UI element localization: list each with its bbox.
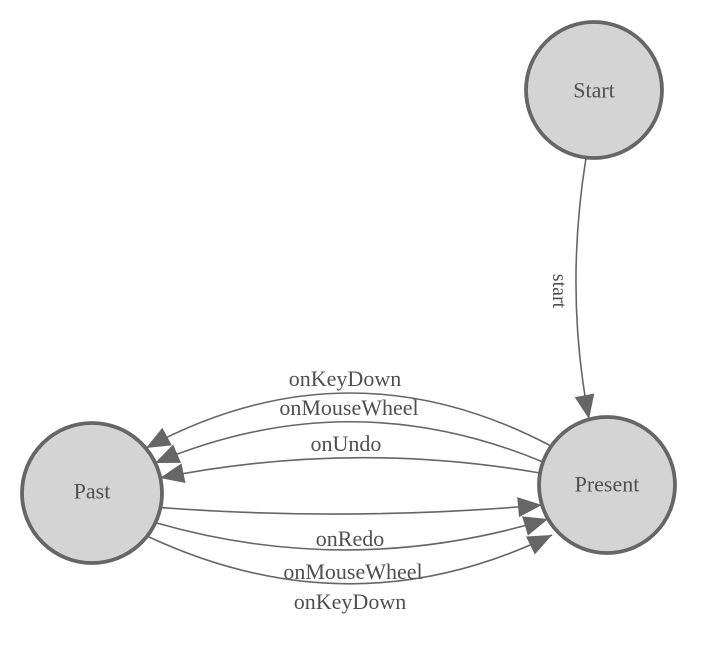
edge-label-onkeydown-top: onKeyDown (289, 366, 401, 391)
edge-path (160, 504, 543, 515)
state-node-present: Present (537, 415, 677, 555)
edge-start-to-present: start (548, 157, 595, 420)
node-circle (20, 421, 164, 565)
node-circle (524, 20, 664, 160)
edge-past-to-present-onkeydown: onKeyDown (146, 534, 553, 614)
edge-label-onkeydown-bottom: onKeyDown (294, 589, 406, 614)
node-circle (537, 415, 677, 555)
arrowhead-icon (155, 444, 181, 463)
state-node-start: Start (524, 20, 664, 160)
edge-path (155, 518, 549, 551)
edge-path (575, 157, 590, 420)
node-label-past: Past (74, 479, 111, 504)
arrowhead-icon (517, 497, 542, 518)
edge-label-onundo: onUndo (311, 431, 382, 456)
edge-present-to-past-onundo: onUndo (159, 431, 541, 483)
edge-label-start: start (548, 274, 570, 309)
edge-label-onredo: onRedo (316, 526, 384, 551)
edge-path (145, 392, 552, 449)
edge-past-to-present-onredo: onRedo (160, 497, 543, 551)
state-node-past: Past (20, 421, 164, 565)
edge-label-onmousewheel-bottom: onMouseWheel (283, 559, 422, 584)
arrowhead-icon (160, 463, 186, 483)
edge-present-to-past-onmousewheel: onMouseWheel (154, 395, 544, 464)
arrowhead-icon (522, 516, 548, 536)
arrowhead-icon (146, 427, 172, 448)
edge-label-onmousewheel-top: onMouseWheel (279, 395, 418, 420)
edge-past-to-present-onmousewheel: onMouseWheel (155, 516, 549, 584)
edge-present-to-past-onkeydown: onKeyDown (145, 366, 552, 449)
edge-path (146, 534, 553, 585)
arrowhead-icon (574, 393, 595, 419)
edge-path (159, 456, 541, 479)
arrowhead-icon (526, 535, 552, 555)
edge-path (154, 421, 544, 464)
node-label-present: Present (575, 472, 640, 497)
node-label-start: Start (573, 78, 615, 103)
